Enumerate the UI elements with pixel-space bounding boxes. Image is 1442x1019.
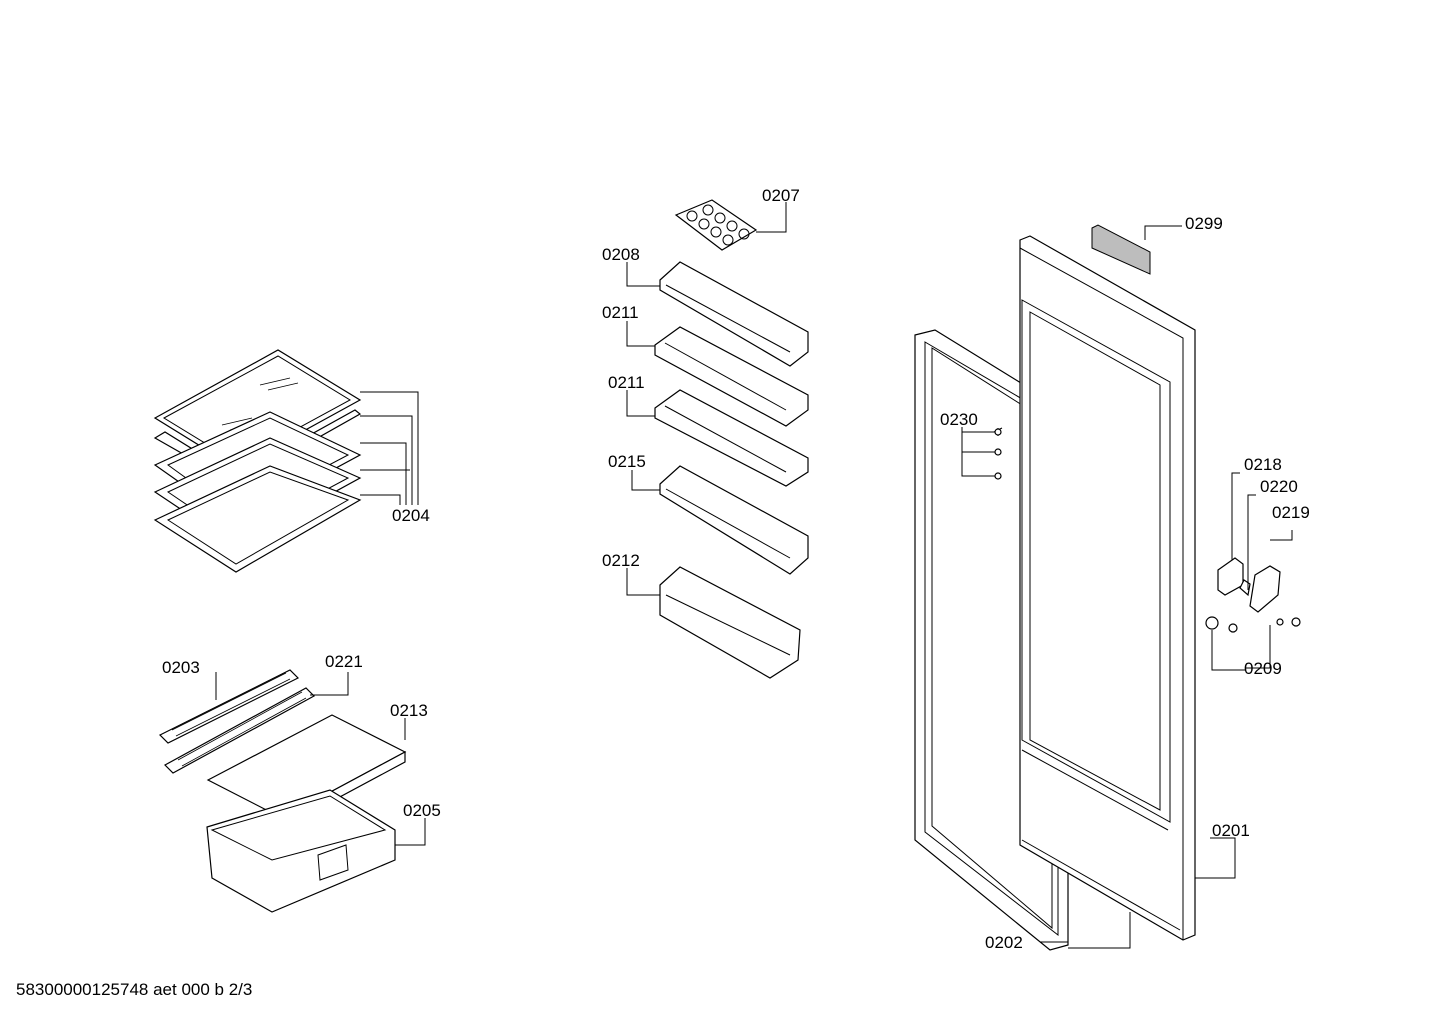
- crisper-drawer-0205: [206, 789, 396, 913]
- crisper-cover-strip-0221: [164, 687, 315, 774]
- glass-shelves: [153, 349, 419, 573]
- label-0213: 0213: [390, 701, 428, 720]
- label-0201: 0201: [1212, 821, 1250, 840]
- refrigerator-door-0201: [1019, 235, 1196, 941]
- label-0219: 0219: [1272, 503, 1310, 522]
- part-labels: 0299 0207 0208 0211 0211 0215 0212 0230 …: [162, 186, 1310, 952]
- label-0220: 0220: [1260, 477, 1298, 496]
- door-bin-0208: [659, 261, 809, 367]
- label-0211-lower: 0211: [608, 373, 645, 392]
- label-0218: 0218: [1244, 455, 1282, 474]
- door-bin-0211b: [654, 389, 809, 487]
- screws-0230: [993, 427, 1003, 480]
- label-0209: 0209: [1244, 659, 1282, 678]
- label-0203: 0203: [162, 658, 200, 677]
- door-bin-0211a: [654, 326, 809, 427]
- rating-label-0299: [1091, 224, 1151, 275]
- label-0221: 0221: [325, 652, 363, 671]
- crisper-cover-strip-0203: [158, 669, 300, 744]
- label-0204: 0204: [392, 506, 430, 525]
- hinge-small-parts-0209: [1205, 616, 1301, 633]
- label-0299: 0299: [1185, 214, 1223, 233]
- hinge-plate-0218: [1217, 557, 1244, 596]
- label-0212: 0212: [602, 551, 640, 570]
- label-0207: 0207: [762, 186, 800, 205]
- leader-lines: [215, 202, 1293, 949]
- label-0202: 0202: [985, 933, 1023, 952]
- label-0205: 0205: [403, 801, 441, 820]
- label-0211-upper: 0211: [602, 303, 639, 322]
- hinge-cover-0219: [1249, 565, 1281, 613]
- glass-shelf: [153, 465, 362, 573]
- document-id: 58300000125748 aet 000 b 2/3: [16, 980, 253, 999]
- label-0230: 0230: [940, 410, 978, 429]
- label-0208: 0208: [602, 245, 640, 264]
- door-bin-0212: [659, 566, 801, 679]
- egg-tray-0207: [674, 199, 758, 251]
- door-bin-0215: [659, 465, 809, 575]
- label-0215: 0215: [608, 452, 646, 471]
